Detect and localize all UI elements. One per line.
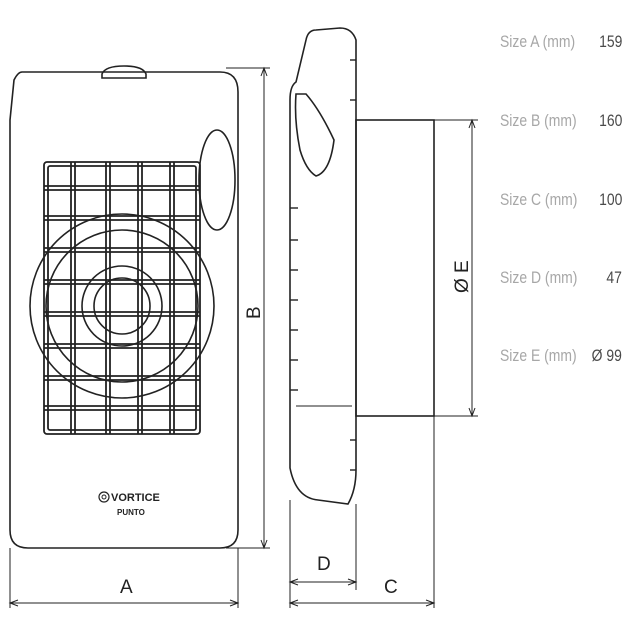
- spec-label: Size C (mm): [500, 190, 578, 209]
- dimension-a-line: [8, 548, 240, 608]
- front-body-outline: [9, 71, 239, 549]
- dimension-e-label: Ø E: [452, 260, 473, 293]
- spec-row-a: Size A (mm) 159: [0, 32, 630, 62]
- front-grille: [43, 161, 201, 435]
- spec-label: Size D (mm): [500, 268, 578, 287]
- spec-label: Size A (mm): [500, 32, 576, 51]
- front-view: [9, 65, 239, 549]
- dimension-c-line: [288, 416, 436, 608]
- fan-outer-ring: [29, 213, 215, 399]
- spec-row-c: Size C (mm) 100: [0, 190, 630, 220]
- indicator-lens: [198, 129, 236, 231]
- brand-name: VORTICE: [111, 492, 160, 504]
- spec-row-d: Size D (mm) 47: [0, 268, 630, 298]
- dimension-e-line: [434, 118, 478, 418]
- dimension-a-label: A: [120, 577, 133, 598]
- side-duct-spigot: [355, 119, 435, 417]
- spec-value: 100: [598, 190, 622, 209]
- fan-inner-ring: [45, 229, 199, 383]
- side-indicator-bump: [294, 93, 335, 177]
- dimension-d-line: [288, 500, 358, 590]
- side-ribs: [290, 59, 356, 471]
- spec-label: Size E (mm): [500, 346, 577, 365]
- dimension-b-label: B: [244, 306, 265, 319]
- dimension-c-label: C: [384, 577, 398, 598]
- spec-value: 160: [598, 111, 622, 130]
- spec-value: 47: [606, 268, 622, 287]
- spec-label: Size B (mm): [500, 111, 577, 130]
- dimension-d-label: D: [317, 554, 331, 575]
- model-name: PUNTO: [117, 508, 145, 517]
- top-clip: [101, 65, 147, 79]
- side-view: [289, 27, 435, 505]
- spec-row-e: Size E (mm) Ø 99: [0, 346, 630, 376]
- brand-logo: [98, 491, 110, 503]
- dimension-b-line: [226, 66, 270, 550]
- side-faceplate: [289, 27, 357, 505]
- spec-row-b: Size B (mm) 160: [0, 111, 630, 141]
- spec-value: Ø 99: [591, 346, 622, 365]
- fan-hub: [81, 265, 163, 347]
- fan-hub-inner: [93, 277, 151, 335]
- spec-value: 159: [598, 32, 622, 51]
